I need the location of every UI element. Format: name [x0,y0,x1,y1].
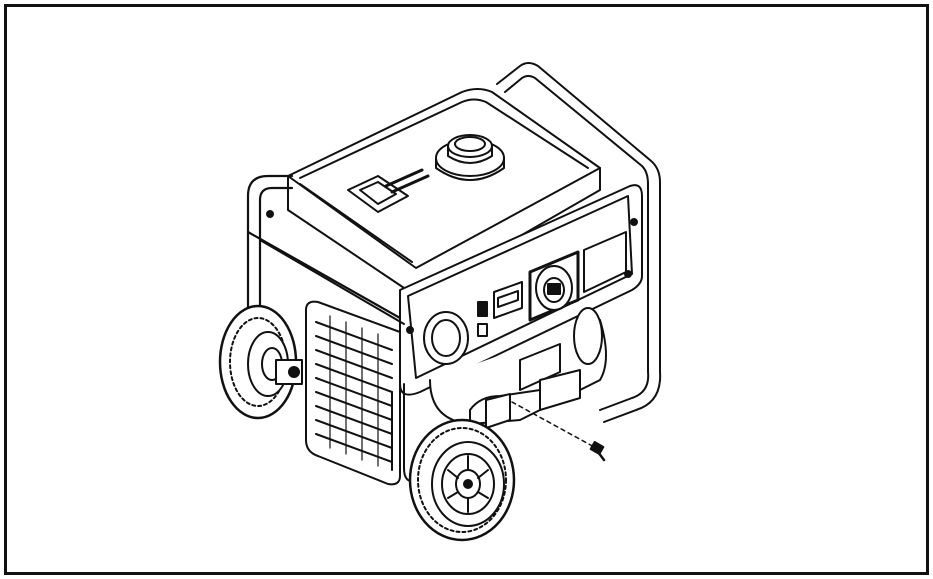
wheel-front [408,418,516,542]
fuel-cap-icon [435,134,505,181]
panel-cover [423,311,469,365]
outlet-icon [528,250,580,322]
engine-block [429,307,607,429]
screw-icon [511,401,606,462]
frame-rail-back [496,62,662,423]
panel-bolts [266,210,638,334]
wheel-icon [218,304,303,420]
frame-rail-front [246,174,421,483]
muffler-grille [305,300,401,486]
panel-switches [477,281,523,337]
fuel-gauge [347,168,430,213]
